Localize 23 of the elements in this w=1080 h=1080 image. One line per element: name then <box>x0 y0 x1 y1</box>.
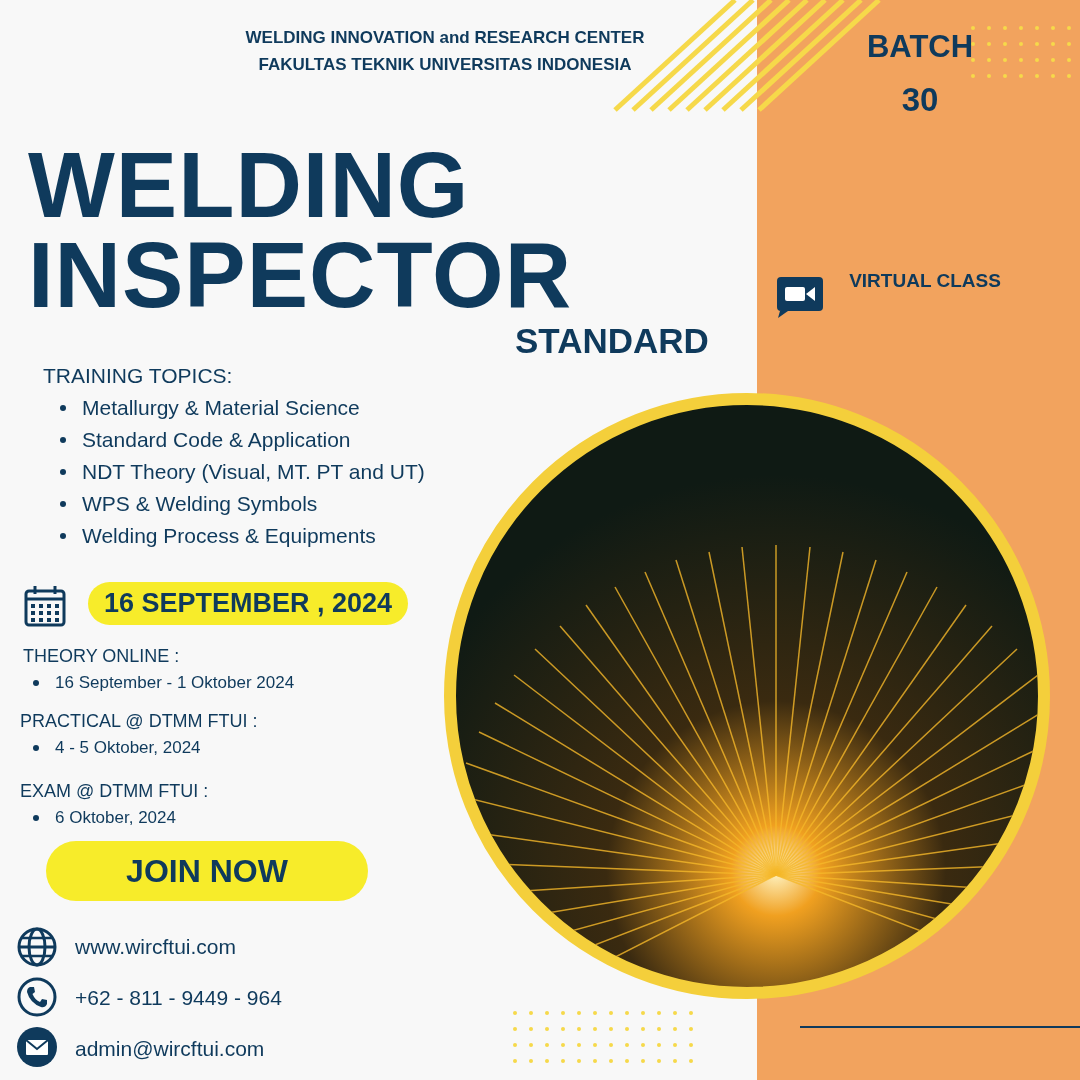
schedule-heading: EXAM @ DTMM FTUI : <box>20 781 210 803</box>
topic-item: Metallurgy & Material Science <box>82 395 361 421</box>
topic-item: Welding Process & Equipments <box>82 523 377 549</box>
topic-item: Standard Code & Application <box>82 427 352 453</box>
phone-text: +62 - 811 - 9449 - 964 <box>75 985 283 1011</box>
poster-title: WELDING INSPECTOR <box>28 140 574 321</box>
join-button: JOIN NOW <box>46 841 368 901</box>
topic-item: WPS & Welding Symbols <box>82 491 319 517</box>
section-heading: TRAINING TOPICS: <box>43 363 234 389</box>
topic-item: NDT Theory (Visual, MT. PT and UT) <box>82 459 426 485</box>
schedule-date: 4 - 5 Oktober, 2024 <box>55 738 202 759</box>
batch-number: 30 <box>900 80 940 120</box>
date-badge: 16 SEPTEMBER , 2024 <box>88 582 409 625</box>
header-text: WELDING INNOVATION and RESEARCH CENTER FAKULTAS TEKNIK UNIVERSITAS INDONESIA <box>244 27 646 77</box>
subtitle: STANDARD <box>515 320 710 362</box>
website-text: www.wircftui.com <box>75 934 238 960</box>
email-text: admin@wircftui.com <box>75 1036 266 1062</box>
schedule-date: 6 Oktober, 2024 <box>55 808 177 829</box>
schedule-heading: PRACTICAL @ DTMM FTUI : <box>20 711 259 733</box>
batch-label: BATCH <box>865 28 975 66</box>
class-type-label: VIRTUAL CLASS <box>848 270 1002 293</box>
schedule-heading: THEORY ONLINE : <box>23 646 181 668</box>
schedule-date: 16 September - 1 Oktober 2024 <box>55 673 296 694</box>
